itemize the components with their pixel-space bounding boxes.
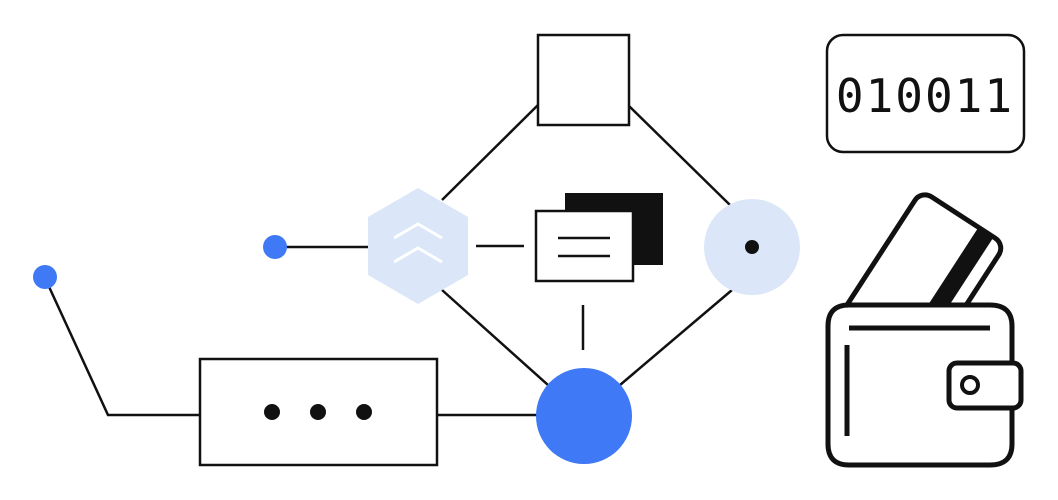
connector-lines <box>43 104 733 417</box>
edge-right-to-bottom <box>619 289 733 386</box>
ellipsis-dot-1 <box>264 404 280 420</box>
edge-dot-to-ellipsis-box <box>43 277 200 417</box>
edge-top-to-right <box>627 104 731 206</box>
light-blue-dot-circle <box>704 199 800 295</box>
blue-dot-node <box>263 235 287 259</box>
ellipsis-box <box>198 357 439 467</box>
blue-filled-circle <box>536 368 632 464</box>
ellipsis-dot-3 <box>356 404 372 420</box>
top-square-node <box>536 33 631 127</box>
document-stack-icon <box>534 193 663 283</box>
chevrons-up-hexagon-icon <box>368 188 468 304</box>
wallet-with-card-icon <box>825 192 1024 468</box>
blue-dot-far-left <box>33 265 57 289</box>
edge-top-to-hexagon <box>441 104 539 201</box>
binary-card-text: 010011 <box>836 69 1014 123</box>
edge-hexagon-to-bottom <box>441 289 549 386</box>
binary-card: 010011 <box>825 33 1026 154</box>
ellipsis-dot-2 <box>310 404 326 420</box>
